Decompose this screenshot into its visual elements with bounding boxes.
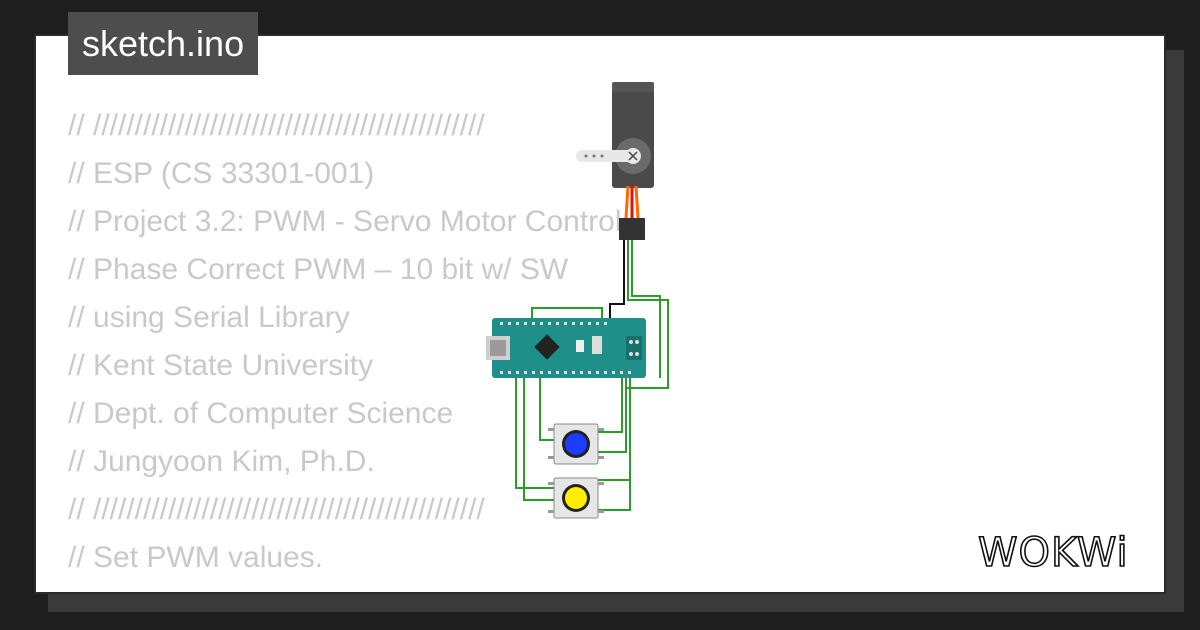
wokwi-logo: WOKWi [978,529,1129,574]
servo-connector [619,218,645,240]
arduino-nano-board [486,318,646,378]
wire-d-pin [531,307,603,320]
code-line: // Set PWM values. [68,541,324,574]
wire-button2-a [523,374,554,501]
code-line: // Project 3.2: PWM - Servo Motor Contro… [68,205,622,238]
circuit-diagram [486,82,669,519]
code-line: // ESP (CS 33301-001) [68,157,375,190]
wire-signal [631,223,661,378]
wire-button1-c [539,374,554,441]
code-line: // Jungyoon Kim, Ph.D. [68,445,375,478]
wire-button2-c [598,374,631,511]
wire-button1-b [598,374,627,453]
servo-motor [576,82,654,240]
wire-button1-a [598,374,623,433]
pushbutton-blue [548,423,604,465]
code-line: // /////////////////////////////////////… [68,109,485,142]
wire-ground [609,223,625,320]
wire-button2-b [515,374,554,489]
code-line: // Dept. of Computer Science [68,397,454,430]
preview-card: // /////////////////////////////////////… [34,34,1166,594]
code-line: // using Serial Library [68,301,350,334]
file-title-tab: sketch.ino [68,12,259,75]
code-line: // OCR1A values: min = 63, 1/2 duty = 1 [68,582,622,592]
code-line: // Phase Correct PWM – 10 bit w/ SW [68,253,569,286]
code-line: // /////////////////////////////////////… [68,493,485,526]
wokwi-logo-text: WOKWi [978,530,1129,574]
pushbutton-yellow [548,477,604,519]
code-line: // Kent State University [68,349,374,382]
code-listing: // /////////////////////////////////////… [68,102,622,592]
